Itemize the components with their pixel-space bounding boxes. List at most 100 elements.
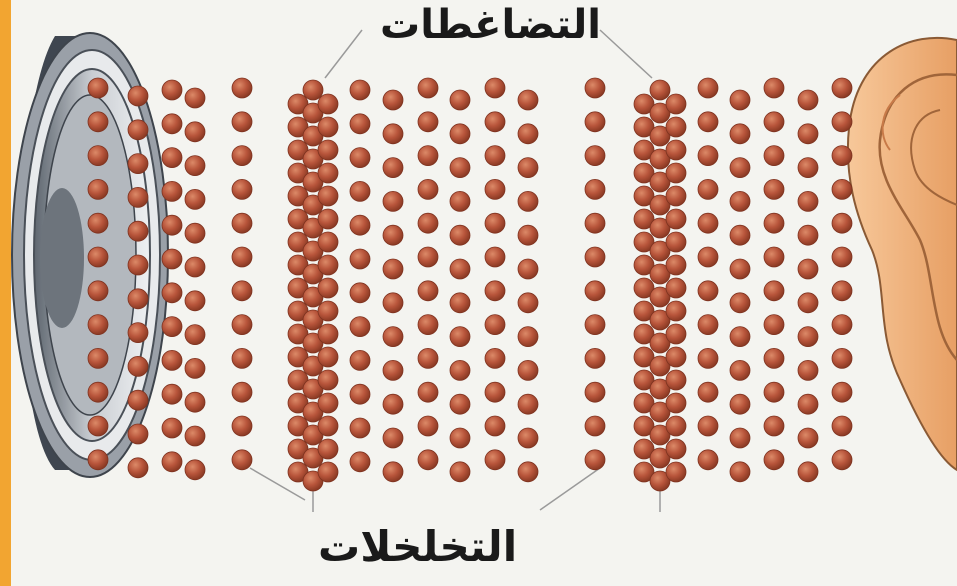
- air-particle: [518, 124, 538, 144]
- air-particle: [162, 418, 182, 438]
- air-particle: [585, 416, 605, 436]
- air-particle: [232, 382, 252, 402]
- air-particle: [318, 393, 338, 413]
- air-particle: [764, 179, 784, 199]
- air-particle: [418, 78, 438, 98]
- air-particle: [450, 360, 470, 380]
- air-particle: [666, 186, 686, 206]
- air-particle: [418, 450, 438, 470]
- air-particle: [318, 117, 338, 137]
- air-particle: [798, 327, 818, 347]
- air-particle: [350, 283, 370, 303]
- air-particle: [764, 315, 784, 335]
- air-particle: [485, 112, 505, 132]
- air-particle: [350, 249, 370, 269]
- air-particle: [585, 450, 605, 470]
- air-particle: [128, 187, 148, 207]
- air-particle: [798, 293, 818, 313]
- air-particle: [232, 281, 252, 301]
- air-particle: [666, 347, 686, 367]
- air-particle: [666, 94, 686, 114]
- air-particle: [666, 140, 686, 160]
- air-particle: [185, 156, 205, 176]
- air-particle: [350, 80, 370, 100]
- air-particle: [730, 394, 750, 414]
- air-particle: [730, 158, 750, 178]
- air-particle: [518, 394, 538, 414]
- air-particle: [232, 348, 252, 368]
- air-particle: [485, 416, 505, 436]
- air-particle: [232, 247, 252, 267]
- air-particle: [88, 348, 108, 368]
- air-particle: [232, 450, 252, 470]
- air-particle: [318, 301, 338, 321]
- air-particle: [485, 348, 505, 368]
- air-particle: [832, 416, 852, 436]
- air-particle: [450, 394, 470, 414]
- air-particle: [418, 348, 438, 368]
- air-particle: [832, 112, 852, 132]
- air-particle: [650, 80, 670, 100]
- air-particle: [666, 416, 686, 436]
- air-particle: [485, 213, 505, 233]
- air-particle: [666, 324, 686, 344]
- air-particle: [232, 146, 252, 166]
- ear-icon: [848, 38, 957, 470]
- air-particle: [764, 382, 784, 402]
- air-particle: [666, 117, 686, 137]
- air-particle: [698, 78, 718, 98]
- air-particle: [698, 179, 718, 199]
- air-particle: [185, 460, 205, 480]
- air-particle: [764, 416, 784, 436]
- air-particle: [318, 163, 338, 183]
- air-particle: [318, 370, 338, 390]
- air-particle: [666, 439, 686, 459]
- air-particle: [666, 232, 686, 252]
- air-particle: [450, 462, 470, 482]
- air-particle: [798, 158, 818, 178]
- air-particle: [383, 360, 403, 380]
- air-particle: [418, 281, 438, 301]
- air-particle: [585, 281, 605, 301]
- air-particle: [318, 347, 338, 367]
- air-particle: [162, 80, 182, 100]
- air-particle: [162, 148, 182, 168]
- air-particle: [585, 315, 605, 335]
- air-particle: [518, 259, 538, 279]
- air-particle: [318, 278, 338, 298]
- air-particle: [350, 148, 370, 168]
- air-particle: [418, 179, 438, 199]
- air-particle: [162, 384, 182, 404]
- air-particle: [798, 225, 818, 245]
- air-particle: [128, 221, 148, 241]
- air-particle: [232, 213, 252, 233]
- air-particle: [730, 293, 750, 313]
- air-particle: [485, 179, 505, 199]
- air-particle: [162, 317, 182, 337]
- air-particle: [730, 360, 750, 380]
- air-particle: [128, 356, 148, 376]
- air-particle: [350, 452, 370, 472]
- air-particle: [798, 428, 818, 448]
- air-particle: [798, 124, 818, 144]
- air-particle: [730, 191, 750, 211]
- air-particle: [318, 232, 338, 252]
- air-particle: [450, 225, 470, 245]
- air-particle: [698, 382, 718, 402]
- air-particle: [764, 112, 784, 132]
- air-particle: [418, 247, 438, 267]
- air-particle: [383, 158, 403, 178]
- air-particle: [88, 450, 108, 470]
- air-particle: [350, 215, 370, 235]
- air-particle: [798, 259, 818, 279]
- air-particle: [764, 146, 784, 166]
- air-particle: [128, 120, 148, 140]
- air-particle: [518, 90, 538, 110]
- air-particle: [518, 462, 538, 482]
- air-particle: [185, 358, 205, 378]
- air-particle: [832, 348, 852, 368]
- air-particle: [518, 293, 538, 313]
- air-particle: [798, 191, 818, 211]
- air-particle: [485, 78, 505, 98]
- air-particle: [698, 348, 718, 368]
